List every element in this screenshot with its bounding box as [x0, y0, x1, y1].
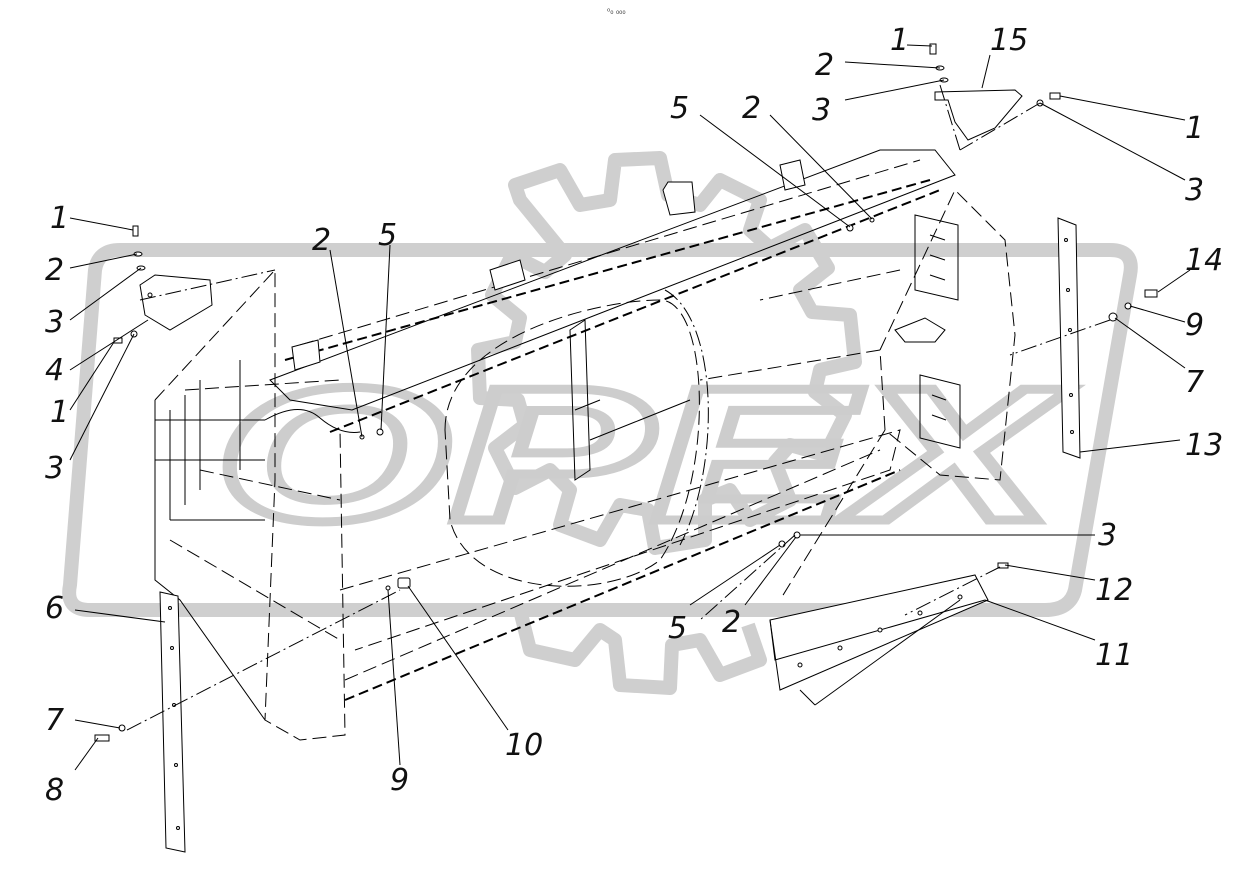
right-inner-lines	[699, 269, 901, 601]
callout-label: 12	[1095, 573, 1133, 608]
lower-beam-edge-2	[344, 449, 881, 681]
washer-icon	[133, 251, 143, 257]
lower-beam-edge	[344, 469, 901, 701]
lower-angle-plate-fold	[769, 599, 986, 661]
lower-plate-holes	[797, 594, 963, 668]
callout-label: 8	[45, 773, 64, 808]
right-vertical-strip	[1057, 217, 1081, 459]
left-top-bracket-hole	[147, 292, 153, 298]
right-strip-holes	[1064, 238, 1074, 434]
callout-label: 3	[1098, 518, 1117, 553]
left-lattice	[155, 360, 265, 521]
bolt-icon	[1144, 289, 1158, 298]
right-plate-upper	[914, 214, 959, 301]
callout-label: 11	[1095, 638, 1133, 673]
upper-beam	[269, 149, 956, 411]
internal-partition-1	[569, 319, 591, 481]
callout-label: 10	[505, 728, 543, 763]
callout-label: 15	[990, 23, 1028, 58]
bolt-icon	[94, 734, 110, 742]
callout-label: 3	[1185, 173, 1204, 208]
washer-icon	[385, 585, 391, 591]
left-inner-lines	[169, 379, 341, 641]
lower-angle-plate	[769, 574, 989, 691]
callout-label: 1	[890, 23, 909, 58]
internal-partition-2	[574, 399, 691, 441]
callout-label: 2	[45, 253, 64, 288]
callout-label: 5	[378, 218, 397, 253]
right-plate-holes	[929, 234, 947, 421]
callout-label: 2	[312, 223, 331, 258]
bolt-icon	[113, 337, 123, 344]
beam-bracket-2	[779, 159, 806, 191]
callout-label: 3	[45, 451, 64, 486]
watermark-gear-bottom	[513, 608, 767, 695]
left-top-bracket	[139, 274, 213, 331]
right-plate-lower	[919, 374, 961, 449]
callout-label: 7	[1185, 365, 1204, 400]
auger-drum-inner	[664, 289, 709, 546]
watermark-text: OPEX	[215, 349, 1071, 561]
right-mounting-pad	[894, 317, 946, 343]
callout-label: 9	[390, 763, 409, 798]
callout-label: 4	[45, 353, 64, 388]
bolt-icon	[132, 225, 139, 237]
beam-bracket-1	[662, 181, 696, 216]
upper-beam-inner-edge	[299, 159, 921, 346]
left-end-panel	[154, 400, 266, 721]
callout-label: 1	[50, 201, 69, 236]
nut-icon	[376, 428, 384, 436]
callout-label: 3	[812, 93, 831, 128]
left-strip-holes	[168, 606, 180, 830]
callout-label: 6	[45, 591, 64, 626]
callout-label: 2	[815, 48, 834, 83]
washer-icon	[869, 217, 875, 223]
watermark-gear-outline	[471, 151, 862, 555]
bolt-icon	[1049, 92, 1061, 100]
beam-bracket-4	[489, 259, 526, 291]
lower-beam	[339, 429, 901, 651]
watermark-logo: OPEX	[62, 151, 1138, 695]
bushing-icon	[397, 577, 411, 589]
auger-drum	[444, 299, 700, 587]
lower-plate-leaders	[799, 599, 961, 706]
fasteners	[94, 43, 1158, 742]
callout-label: 1	[1185, 111, 1204, 146]
leader-lines	[69, 44, 1191, 771]
upper-beam-dashed-edge	[284, 179, 931, 361]
callout-label: 5	[670, 91, 689, 126]
right-end-frame	[879, 189, 1016, 481]
callout-label: 3	[45, 305, 64, 340]
callout-label: 14	[1185, 243, 1223, 278]
header-mark: ⁰₀ ₀₀₀	[607, 7, 626, 16]
callout-label: 7	[45, 703, 64, 738]
callout-label: 9	[1185, 308, 1204, 343]
callout-label: 2	[722, 605, 741, 640]
nut-icon	[778, 540, 786, 548]
right-top-bracket	[934, 89, 1023, 141]
callout-label: 5	[668, 611, 687, 646]
nut-icon	[1108, 312, 1118, 322]
assembly-axes	[126, 84, 1111, 731]
callout-label: 1	[50, 395, 69, 430]
callout-label: 2	[742, 91, 761, 126]
upper-beam-lower-edge	[329, 189, 941, 433]
callout-label: 13	[1185, 428, 1223, 463]
internal-wire	[264, 409, 361, 433]
bolt-icon	[929, 43, 937, 55]
left-vertical-strip	[159, 591, 186, 853]
beam-bracket-3	[291, 339, 321, 371]
callout-labels: 1 2 3 4 1 3 2 5 5 2 1 2 3 15 1 3 14 9 7 …	[45, 23, 1223, 808]
hopper-body	[154, 149, 1016, 741]
